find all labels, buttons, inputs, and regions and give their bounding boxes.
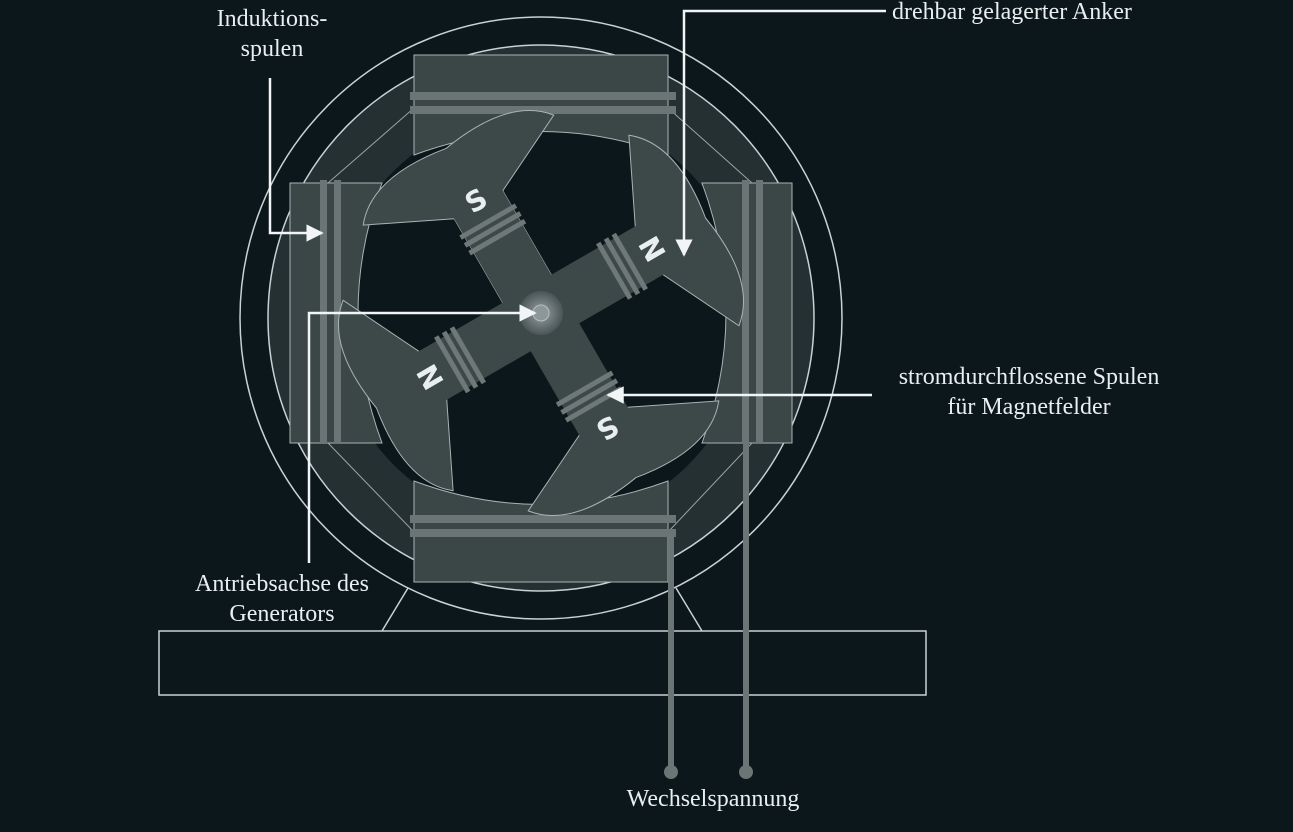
label-field-coils-line1: stromdurchflossene Spulen xyxy=(898,364,1160,390)
label-drive-shaft: Antriebsachse des Generators xyxy=(170,569,394,629)
label-field-coils: stromdurchflossene Spulen für Magnetfeld… xyxy=(866,362,1192,422)
induction-coil-right-2 xyxy=(756,180,763,444)
output-terminal-2 xyxy=(739,765,753,779)
induction-coil-bottom-1 xyxy=(410,515,676,523)
induction-coil-top-1 xyxy=(410,92,676,100)
arrow-induction-coils xyxy=(268,78,324,242)
label-induction-coils-line2: spulen xyxy=(240,36,304,62)
label-induction-coils-line1: Induktions- xyxy=(216,6,328,32)
drive-shaft-hub xyxy=(519,291,563,335)
label-ac-voltage: Wechselspannung xyxy=(626,786,800,812)
induction-coil-right-1 xyxy=(742,180,749,444)
output-leads xyxy=(664,444,753,779)
label-rotor: drehbar gelagerter Anker xyxy=(892,0,1132,25)
label-induction-coils: Induktions- spulen xyxy=(190,4,354,64)
arrow-rotor xyxy=(675,9,886,257)
arrow-drive-shaft xyxy=(307,304,537,563)
label-field-coils-line2: für Magnetfelder xyxy=(947,394,1111,420)
induction-coil-bottom-2 xyxy=(410,529,676,537)
induction-coil-top-2 xyxy=(410,106,676,114)
generator-base xyxy=(158,587,927,696)
label-drive-shaft-line1: Antriebsachse des xyxy=(195,571,369,597)
output-terminal-1 xyxy=(664,765,678,779)
label-drive-shaft-line2: Generators xyxy=(229,601,335,627)
annotation-arrows xyxy=(268,9,886,563)
coil-wiring xyxy=(327,107,753,533)
